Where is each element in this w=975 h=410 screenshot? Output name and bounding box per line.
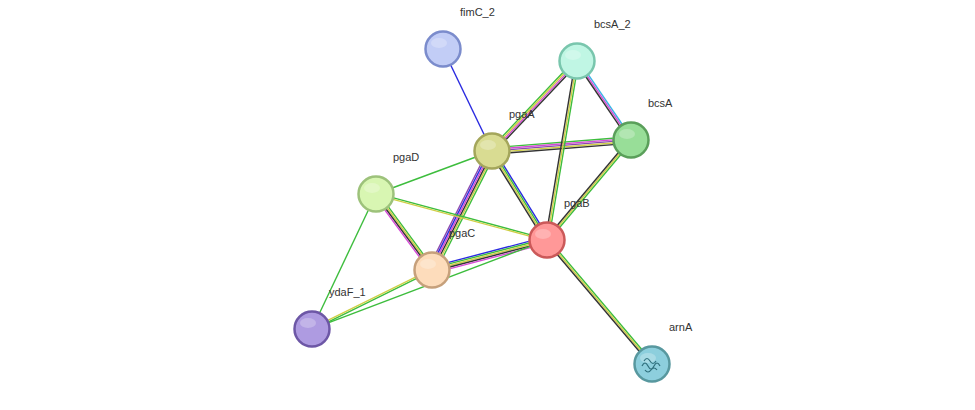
interaction-edge	[329, 246, 530, 322]
protein-label: fimC_2	[460, 6, 495, 19]
node-fill	[426, 32, 461, 67]
evidence-strand	[437, 165, 481, 252]
protein-node: pgaB	[528, 221, 566, 259]
protein-label: bcsA_2	[594, 18, 631, 31]
evidence-strand	[451, 65, 484, 135]
protein-label: pgaD	[393, 151, 419, 164]
evidence-strand	[328, 277, 416, 320]
evidence-strand	[559, 254, 641, 351]
node-highlight	[300, 318, 316, 328]
interaction-edge	[586, 75, 622, 126]
protein-label: arnA	[669, 321, 692, 334]
node-highlight	[619, 129, 635, 139]
node-highlight	[420, 259, 436, 269]
evidence-strand	[504, 74, 564, 138]
node-fill	[530, 223, 565, 258]
node-fill	[614, 123, 649, 158]
evidence-strand	[329, 279, 417, 322]
evidence-strand	[588, 75, 622, 124]
node-highlight	[480, 140, 496, 150]
protein-label: pgaC	[449, 227, 475, 240]
interaction-edge	[557, 253, 641, 352]
evidence-strand	[441, 167, 485, 254]
node-circle	[528, 221, 566, 259]
node-fill	[635, 347, 670, 382]
evidence-strand	[386, 209, 421, 256]
interaction-edge	[499, 165, 539, 226]
node-circle	[357, 175, 395, 213]
evidence-strand	[560, 253, 642, 350]
node-highlight	[364, 183, 380, 193]
evidence-strand	[586, 77, 620, 126]
protein-label: pgaB	[564, 197, 590, 210]
protein-node: arnA	[633, 345, 671, 383]
evidence-strand	[438, 166, 482, 253]
evidence-strand	[387, 208, 422, 255]
interaction-edge	[385, 207, 424, 257]
interaction-edge	[451, 65, 484, 135]
node-fill	[475, 134, 510, 169]
structure-icon	[642, 359, 660, 373]
evidence-strand	[504, 165, 540, 223]
node-circle	[612, 121, 650, 159]
evidence-strand	[320, 210, 369, 312]
interaction-edge	[437, 165, 488, 255]
node-circle	[293, 310, 331, 348]
evidence-strand	[557, 255, 639, 352]
protein-node: fimC_2	[424, 30, 462, 68]
interaction-edge	[503, 72, 567, 139]
interaction-edge	[320, 210, 369, 312]
node-highlight	[431, 38, 447, 48]
interaction-edge	[449, 241, 531, 268]
evidence-strand	[449, 243, 529, 264]
node-circle	[424, 30, 462, 68]
evidence-strand	[560, 155, 621, 227]
evidence-strand	[501, 167, 537, 225]
node-highlight	[640, 353, 656, 363]
protein-node: bcsA_2	[558, 42, 596, 80]
protein-label: bcsA	[648, 97, 672, 110]
node-circle	[413, 251, 451, 289]
protein-node: bcsA	[612, 121, 650, 159]
node-fill	[359, 177, 394, 212]
evidence-strand	[502, 166, 538, 224]
evidence-strand	[506, 76, 566, 140]
evidence-strand	[329, 246, 530, 322]
evidence-strand	[505, 75, 565, 139]
node-fill	[295, 312, 330, 347]
evidence-strand	[559, 154, 620, 226]
protein-node: ydaF_1	[293, 310, 331, 348]
evidence-strand	[503, 72, 563, 136]
evidence-strand	[587, 76, 621, 125]
protein-label: ydaF_1	[329, 286, 366, 299]
interaction-edge	[328, 277, 416, 322]
evidence-strand	[442, 168, 486, 255]
protein-node: pgaA	[473, 132, 511, 170]
node-circle	[633, 345, 671, 383]
evidence-strand	[450, 246, 530, 267]
node-circle	[558, 42, 596, 80]
evidence-strand	[439, 167, 483, 254]
node-circle	[473, 132, 511, 170]
protein-node: pgaD	[357, 175, 395, 213]
node-highlight	[565, 50, 581, 60]
interaction-edge	[557, 153, 620, 227]
evidence-strand	[389, 207, 424, 254]
evidence-strand	[444, 169, 488, 256]
evidence-strand	[499, 168, 535, 226]
node-fill	[560, 44, 595, 79]
node-highlight	[535, 229, 551, 239]
evidence-strand	[557, 153, 618, 225]
protein-node: pgaC	[413, 251, 451, 289]
node-fill	[415, 253, 450, 288]
protein-label: pgaA	[509, 108, 535, 121]
evidence-strand	[385, 210, 420, 257]
